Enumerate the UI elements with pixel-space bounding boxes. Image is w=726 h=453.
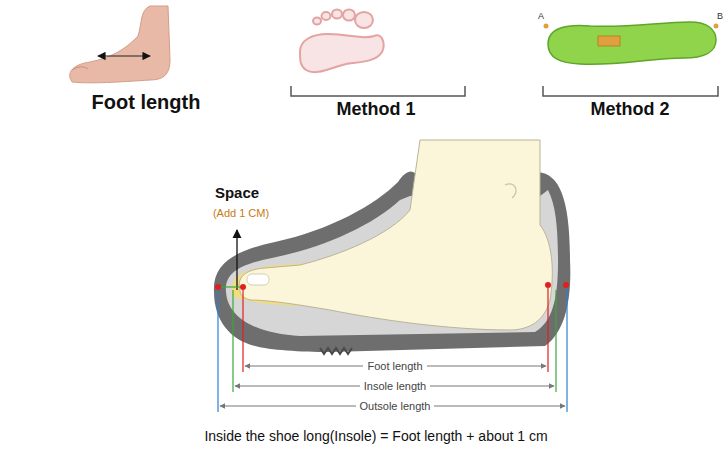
space-arrow bbox=[236, 230, 237, 290]
measure-dot bbox=[545, 282, 551, 288]
dimension-label: Insole length bbox=[360, 380, 430, 393]
foot-photo bbox=[66, 4, 172, 86]
extension-line bbox=[242, 290, 243, 372]
dimension-label: Foot length bbox=[363, 360, 426, 373]
space-note: (Add 1 CM) bbox=[213, 207, 269, 220]
extension-line bbox=[566, 288, 567, 412]
space-label: Space bbox=[215, 184, 259, 201]
formula-caption: Inside the shoe long(Insole) = Foot leng… bbox=[204, 428, 547, 444]
measure-dot bbox=[215, 284, 221, 290]
measure-dot bbox=[563, 282, 569, 288]
extension-line bbox=[232, 290, 233, 392]
point-label: A bbox=[538, 11, 544, 21]
space-gap-line bbox=[220, 286, 241, 287]
photo-caption: Foot length bbox=[92, 91, 201, 114]
method-caption: Method 2 bbox=[591, 99, 670, 120]
measure-dot bbox=[240, 284, 246, 290]
measure-bracket bbox=[543, 86, 718, 96]
extension-line bbox=[555, 290, 556, 392]
dimension-label: Outsole length bbox=[356, 400, 435, 413]
measure-bracket bbox=[291, 86, 465, 96]
insole-outline bbox=[544, 22, 719, 64]
method-caption: Method 1 bbox=[337, 99, 416, 120]
point-label: B bbox=[717, 11, 723, 21]
footprint-outline bbox=[300, 10, 384, 73]
shoe-cross-section bbox=[214, 140, 570, 354]
extension-line bbox=[217, 290, 218, 412]
extension-line bbox=[547, 288, 548, 372]
